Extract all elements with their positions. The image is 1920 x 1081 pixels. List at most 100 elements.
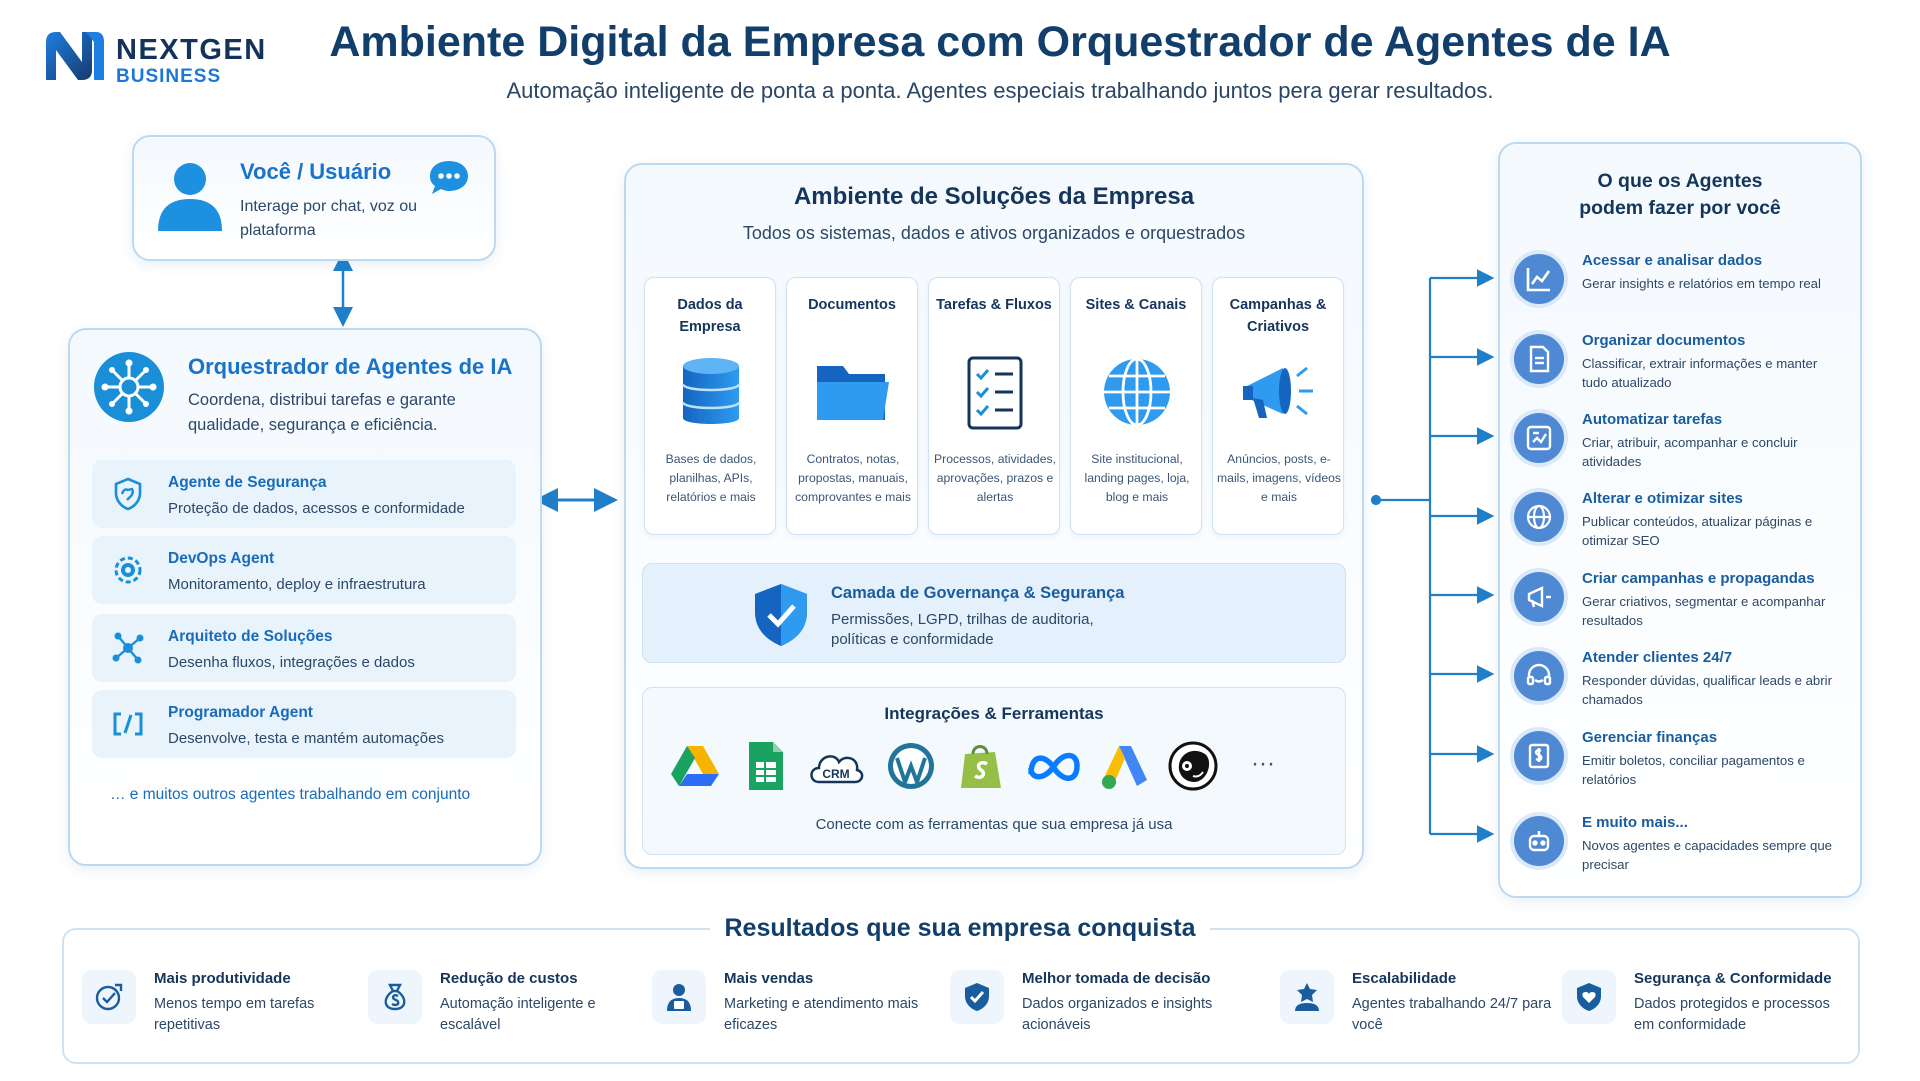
brand-tagline: BUSINESS	[116, 66, 222, 87]
category-card-tasks-flows[interactable]: Tarefas & Fluxos Processos, atividades, …	[928, 277, 1060, 535]
agent-security[interactable]: Agente de Segurança Proteção de dados, a…	[92, 460, 516, 528]
result-description: Automação inteligente e escalável	[440, 996, 596, 1033]
user-description: Interage por chat, voz ou plataforma	[240, 198, 417, 239]
orchestrator-ai-icon	[94, 352, 164, 422]
result-item[interactable]: Mais vendas Marketing e atendimento mais…	[652, 970, 922, 1046]
more-tools-ellipsis[interactable]: ···	[1251, 750, 1275, 777]
environment-subtitle: Todos os sistemas, dados e ativos organi…	[742, 223, 1246, 243]
capability-item[interactable]: Atender clientes 24/7 Responder dúvidas,…	[1514, 647, 1854, 719]
governance-title: Camada de Governança & Segurança	[831, 584, 1125, 602]
capability-item[interactable]: Organizar documentos Classificar, extrai…	[1514, 330, 1854, 402]
checklist-icon	[967, 356, 1023, 430]
meta-icon[interactable]	[1025, 740, 1083, 792]
result-name: Segurança & Conformidade	[1634, 970, 1832, 987]
crm-label: CRM	[822, 767, 849, 781]
environment-capabilities-branches	[1370, 269, 1495, 843]
result-item[interactable]: Melhor tomada de decisão Dados organizad…	[950, 970, 1220, 1046]
result-description: Dados organizados e insights acionáveis	[1022, 996, 1213, 1033]
capability-name: Acessar e analisar dados	[1582, 252, 1763, 269]
capabilities-panel: O que os Agentes podem fazer por você Ac…	[1498, 142, 1862, 898]
result-item[interactable]: Redução de custos Automação inteligente …	[368, 970, 638, 1046]
category-description: Contratos, notas, propostas, manuais, co…	[795, 452, 911, 504]
category-title: Tarefas & Fluxos	[936, 297, 1052, 313]
mailchimp-icon[interactable]	[1167, 740, 1219, 792]
capability-item[interactable]: Automatizar tarefas Criar, atribuir, aco…	[1514, 409, 1854, 481]
result-description: Menos tempo em tarefas repetitivas	[154, 996, 315, 1033]
result-name: Redução de custos	[440, 970, 578, 987]
result-name: Mais vendas	[724, 970, 814, 987]
team-icon	[1280, 970, 1334, 1024]
target-icon	[82, 970, 136, 1024]
wordpress-icon[interactable]	[885, 740, 937, 792]
orchestrator-title: Orquestrador de Agentes de IA	[188, 354, 513, 379]
capability-name: Criar campanhas e propagandas	[1582, 570, 1815, 587]
governance-description: Permissões, LGPD, trilhas de auditoria, …	[831, 611, 1094, 648]
capability-item[interactable]: Criar campanhas e propagandas Gerar cria…	[1514, 568, 1854, 640]
megaphone-icon	[1243, 366, 1313, 418]
results-panel: Mais produtividade Menos tempo em tarefa…	[62, 928, 1860, 1064]
category-description: Site institucional, landing pages, loja,…	[1084, 452, 1190, 504]
document-icon	[1514, 334, 1564, 384]
capability-item[interactable]: Acessar e analisar dados Gerar insights …	[1514, 250, 1854, 322]
google-drive-icon[interactable]	[669, 740, 721, 792]
agent-name: Programador Agent	[168, 704, 313, 721]
results-title: Resultados que sua empresa conquista	[710, 914, 1210, 943]
megaphone-icon	[1514, 572, 1564, 622]
agent-programmer[interactable]: Programador Agent Desenvolve, testa e ma…	[92, 690, 516, 758]
user-avatar-icon	[158, 163, 222, 231]
capability-item[interactable]: Gerenciar finanças Emitir boletos, conci…	[1514, 727, 1854, 799]
capability-name: Organizar documentos	[1582, 332, 1746, 349]
nextgen-logo-icon	[46, 32, 104, 80]
capability-name: Alterar e otimizar sites	[1582, 490, 1743, 507]
user-box[interactable]: Você / Usuário Interage por chat, voz ou…	[132, 135, 496, 261]
shopify-icon[interactable]	[955, 740, 1007, 792]
capability-item[interactable]: E muito mais... Novos agentes e capacida…	[1514, 812, 1854, 884]
user-title: Você / Usuário	[240, 159, 392, 184]
category-card-company-data[interactable]: Dados da Empresa Bases de dados, planilh…	[644, 277, 776, 535]
category-title: Dados da Empresa	[677, 297, 743, 335]
security-hand-icon	[114, 477, 142, 511]
capability-description: Criar, atribuir, acompanhar e concluir a…	[1582, 435, 1798, 469]
brand-name: NEXTGEN	[116, 34, 267, 66]
google-sheets-icon[interactable]	[739, 740, 791, 792]
agent-name: DevOps Agent	[168, 550, 275, 567]
money-bag-icon	[368, 970, 422, 1024]
agent-devops[interactable]: DevOps Agent Monitoramento, deploy e inf…	[92, 536, 516, 604]
capability-description: Responder dúvidas, qualificar leads e ab…	[1582, 673, 1832, 707]
capability-name: Gerenciar finanças	[1582, 729, 1718, 746]
result-name: Escalabilidade	[1352, 970, 1457, 987]
result-item[interactable]: Mais produtividade Menos tempo em tarefa…	[82, 970, 352, 1046]
support-icon	[1514, 651, 1564, 701]
category-title: Campanhas & Criativos	[1229, 297, 1327, 335]
category-description: Anúncios, posts, e-mails, imagens, vídeo…	[1217, 452, 1341, 504]
devops-gear-icon	[114, 556, 142, 584]
integrations-section: Integrações & Ferramentas CRM	[642, 687, 1346, 855]
agent-solutions-architect[interactable]: Arquiteto de Soluções Desenha fluxos, in…	[92, 614, 516, 682]
network-nodes-icon	[112, 632, 144, 664]
result-item[interactable]: Escalabilidade Agentes trabalhando 24/7 …	[1280, 970, 1551, 1046]
globe-icon	[1104, 357, 1170, 427]
result-item[interactable]: Segurança & Conformidade Dados protegido…	[1562, 970, 1832, 1046]
governance-layer[interactable]: Camada de Governança & Segurança Permiss…	[642, 563, 1346, 663]
orchestrator-description: Coordena, distribui tarefas e garante qu…	[188, 391, 456, 434]
capability-description: Classificar, extrair informações e mante…	[1582, 356, 1818, 390]
capabilities-title: O que os Agentes podem fazer por você	[1579, 170, 1781, 219]
category-card-campaigns[interactable]: Campanhas & Criativos Anúncios, posts, e…	[1212, 277, 1344, 535]
crm-cloud-icon[interactable]: CRM	[805, 740, 867, 792]
category-title: Sites & Canais	[1085, 297, 1187, 313]
orchestrator-panel: Orquestrador de Agentes de IA Coordena, …	[68, 328, 542, 866]
category-card-sites-channels[interactable]: Sites & Canais Site institucional, landi…	[1070, 277, 1202, 535]
brand-logo[interactable]: NEXTGEN BUSINESS	[42, 28, 282, 88]
database-icon	[681, 358, 741, 424]
result-name: Melhor tomada de decisão	[1022, 970, 1211, 987]
shield-check-icon	[755, 584, 807, 646]
code-brackets-icon	[113, 712, 143, 736]
agent-description: Desenha fluxos, integrações e dados	[168, 654, 415, 671]
google-ads-icon[interactable]	[1099, 740, 1151, 792]
category-description: Processos, atividades, aprovações, prazo…	[934, 452, 1056, 504]
capability-description: Gerar criativos, segmentar e acompanhar …	[1582, 594, 1826, 628]
capability-item[interactable]: Alterar e otimizar sites Publicar conteú…	[1514, 488, 1854, 560]
result-description: Dados protegidos e processos em conformi…	[1634, 996, 1830, 1033]
robot-icon	[1514, 816, 1564, 866]
category-card-documents[interactable]: Documentos Contratos, notas, propostas, …	[786, 277, 918, 535]
